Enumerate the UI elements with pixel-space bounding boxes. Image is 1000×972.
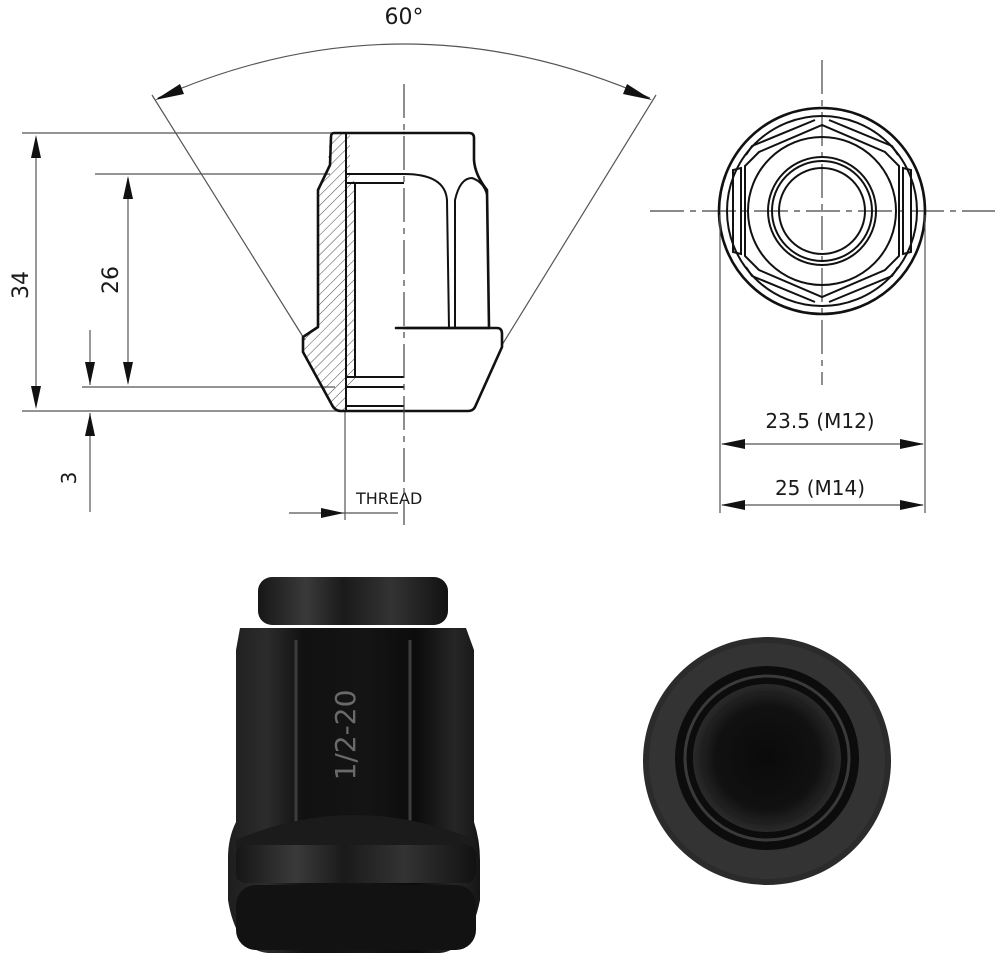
thread-marking-text: 1/2-20 [329, 690, 362, 781]
width-m12-label: 23.5 (M12) [765, 409, 874, 433]
nut-section-view [301, 84, 504, 525]
offset-label: 3 [57, 472, 81, 485]
thread-label: THREAD [355, 489, 422, 508]
thread-indicator: THREAD [289, 411, 422, 520]
dimension-3: 3 [57, 330, 95, 512]
arrow-icon [155, 84, 184, 100]
lug-nut-bottom-photo [643, 637, 891, 885]
lug-nut-side-photo: 1/2-20 [228, 577, 480, 953]
nut-top-view [650, 60, 995, 385]
width-m14-label: 25 (M14) [775, 476, 865, 500]
height-thread-label: 26 [99, 266, 124, 294]
height-total-label: 34 [9, 271, 34, 299]
angle-label: 60° [385, 5, 424, 30]
dimension-34: 34 [9, 132, 340, 412]
angle-dimension: 60° [151, 5, 657, 346]
width-dimensions: 23.5 (M12) 25 (M14) [719, 215, 926, 513]
arrow-icon [623, 84, 652, 100]
dimension-26: 26 [82, 173, 335, 388]
